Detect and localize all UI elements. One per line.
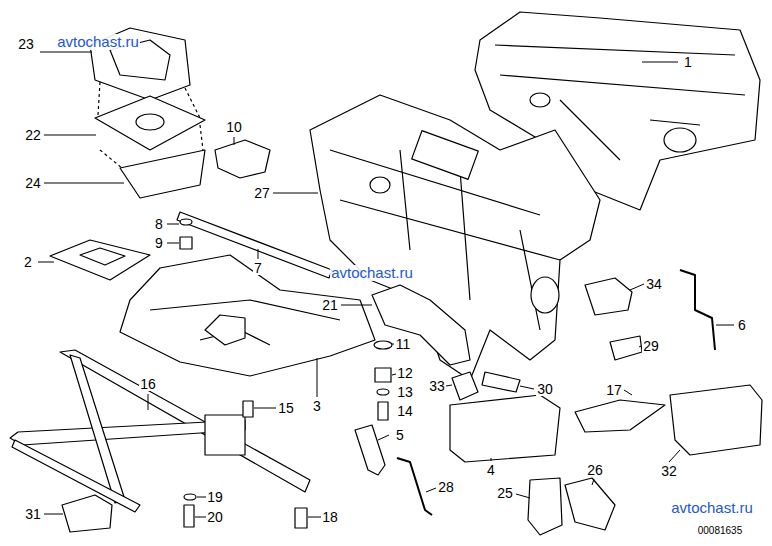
callout-number: 11 [395, 337, 412, 352]
washer-19 [184, 494, 196, 500]
callout-number: 29 [642, 339, 660, 354]
callout-number: 4 [486, 463, 496, 478]
callout-number: 32 [660, 464, 678, 479]
callout-number: 24 [24, 176, 42, 191]
callout-number: 26 [586, 463, 604, 478]
callout-number: 2 [23, 255, 33, 270]
washer-13 [377, 389, 389, 395]
washer-8 [180, 219, 192, 225]
watermark: avtochast.ru [56, 34, 140, 50]
bulkhead-hole [531, 277, 559, 313]
mount-12 [375, 368, 391, 382]
callout-number: 20 [206, 510, 224, 525]
watermark: avtochast.ru [670, 500, 754, 516]
callout-number: 14 [396, 404, 414, 419]
callout-number: 15 [277, 401, 295, 416]
callout-number: 6 [737, 318, 747, 333]
bolt-20 [184, 505, 194, 527]
callout-number: 34 [645, 277, 663, 292]
callout-number: 23 [17, 37, 35, 52]
callout-number: 21 [321, 298, 339, 313]
part-29 [610, 336, 642, 360]
callout-number: 27 [253, 186, 271, 201]
callout-number: 10 [225, 120, 243, 135]
bulkhead-hole [530, 93, 550, 107]
leader-lines [38, 52, 734, 517]
bulkhead-detail [330, 150, 560, 330]
watermark: avtochast.ru [330, 265, 414, 281]
callout-number: 22 [24, 128, 42, 143]
connector-dash [98, 82, 203, 168]
bolt-18 [295, 508, 307, 528]
callout-number: 3 [312, 399, 322, 414]
plate-2 [50, 240, 150, 280]
plate-2-detail [80, 248, 125, 265]
callout-number: 9 [154, 236, 164, 251]
callout-number: 28 [437, 480, 455, 495]
callout-number: 30 [536, 382, 554, 397]
bracket-10 [215, 140, 270, 178]
callout-number: 25 [496, 486, 514, 501]
callout-number: 19 [206, 490, 224, 505]
subframe-3-detail [150, 300, 340, 345]
part-33 [452, 372, 478, 400]
subframe-3-bump [205, 315, 245, 345]
callout-number: 13 [396, 385, 414, 400]
callout-number: 1 [683, 55, 693, 70]
tray-22 [95, 96, 205, 150]
brace-16-bracket [205, 415, 245, 455]
rod-28 [397, 458, 432, 515]
bracket-26 [565, 478, 615, 530]
callout-number: 7 [253, 261, 263, 276]
callout-number: 17 [605, 383, 623, 398]
bracket-25 [528, 478, 562, 535]
washer-11 [374, 341, 392, 349]
hose-5 [355, 425, 385, 475]
callout-number: 31 [24, 507, 42, 522]
callout-number: 33 [428, 379, 446, 394]
tray-hole [136, 114, 164, 130]
bolt-15 [243, 401, 253, 417]
part-17 [575, 400, 665, 432]
callout-number: 5 [395, 428, 405, 443]
callout-number: 8 [154, 217, 164, 232]
part-30 [482, 372, 520, 392]
bolt-14 [378, 402, 388, 420]
drawing-number: 00081635 [697, 526, 744, 537]
duct-24 [120, 150, 205, 198]
bulkhead-hole [370, 177, 390, 193]
bulkhead-hole [664, 128, 696, 152]
bulkhead-opening [412, 131, 479, 180]
block-31 [62, 495, 112, 532]
callout-number: 18 [321, 510, 339, 525]
bracket-6 [680, 270, 715, 350]
bolt-9 [180, 237, 192, 249]
bracket-21 [372, 285, 470, 365]
callout-number: 12 [396, 366, 414, 381]
callout-number: 16 [139, 377, 157, 392]
panel-32 [670, 385, 762, 455]
part-34 [585, 278, 632, 315]
box-4 [450, 395, 560, 462]
